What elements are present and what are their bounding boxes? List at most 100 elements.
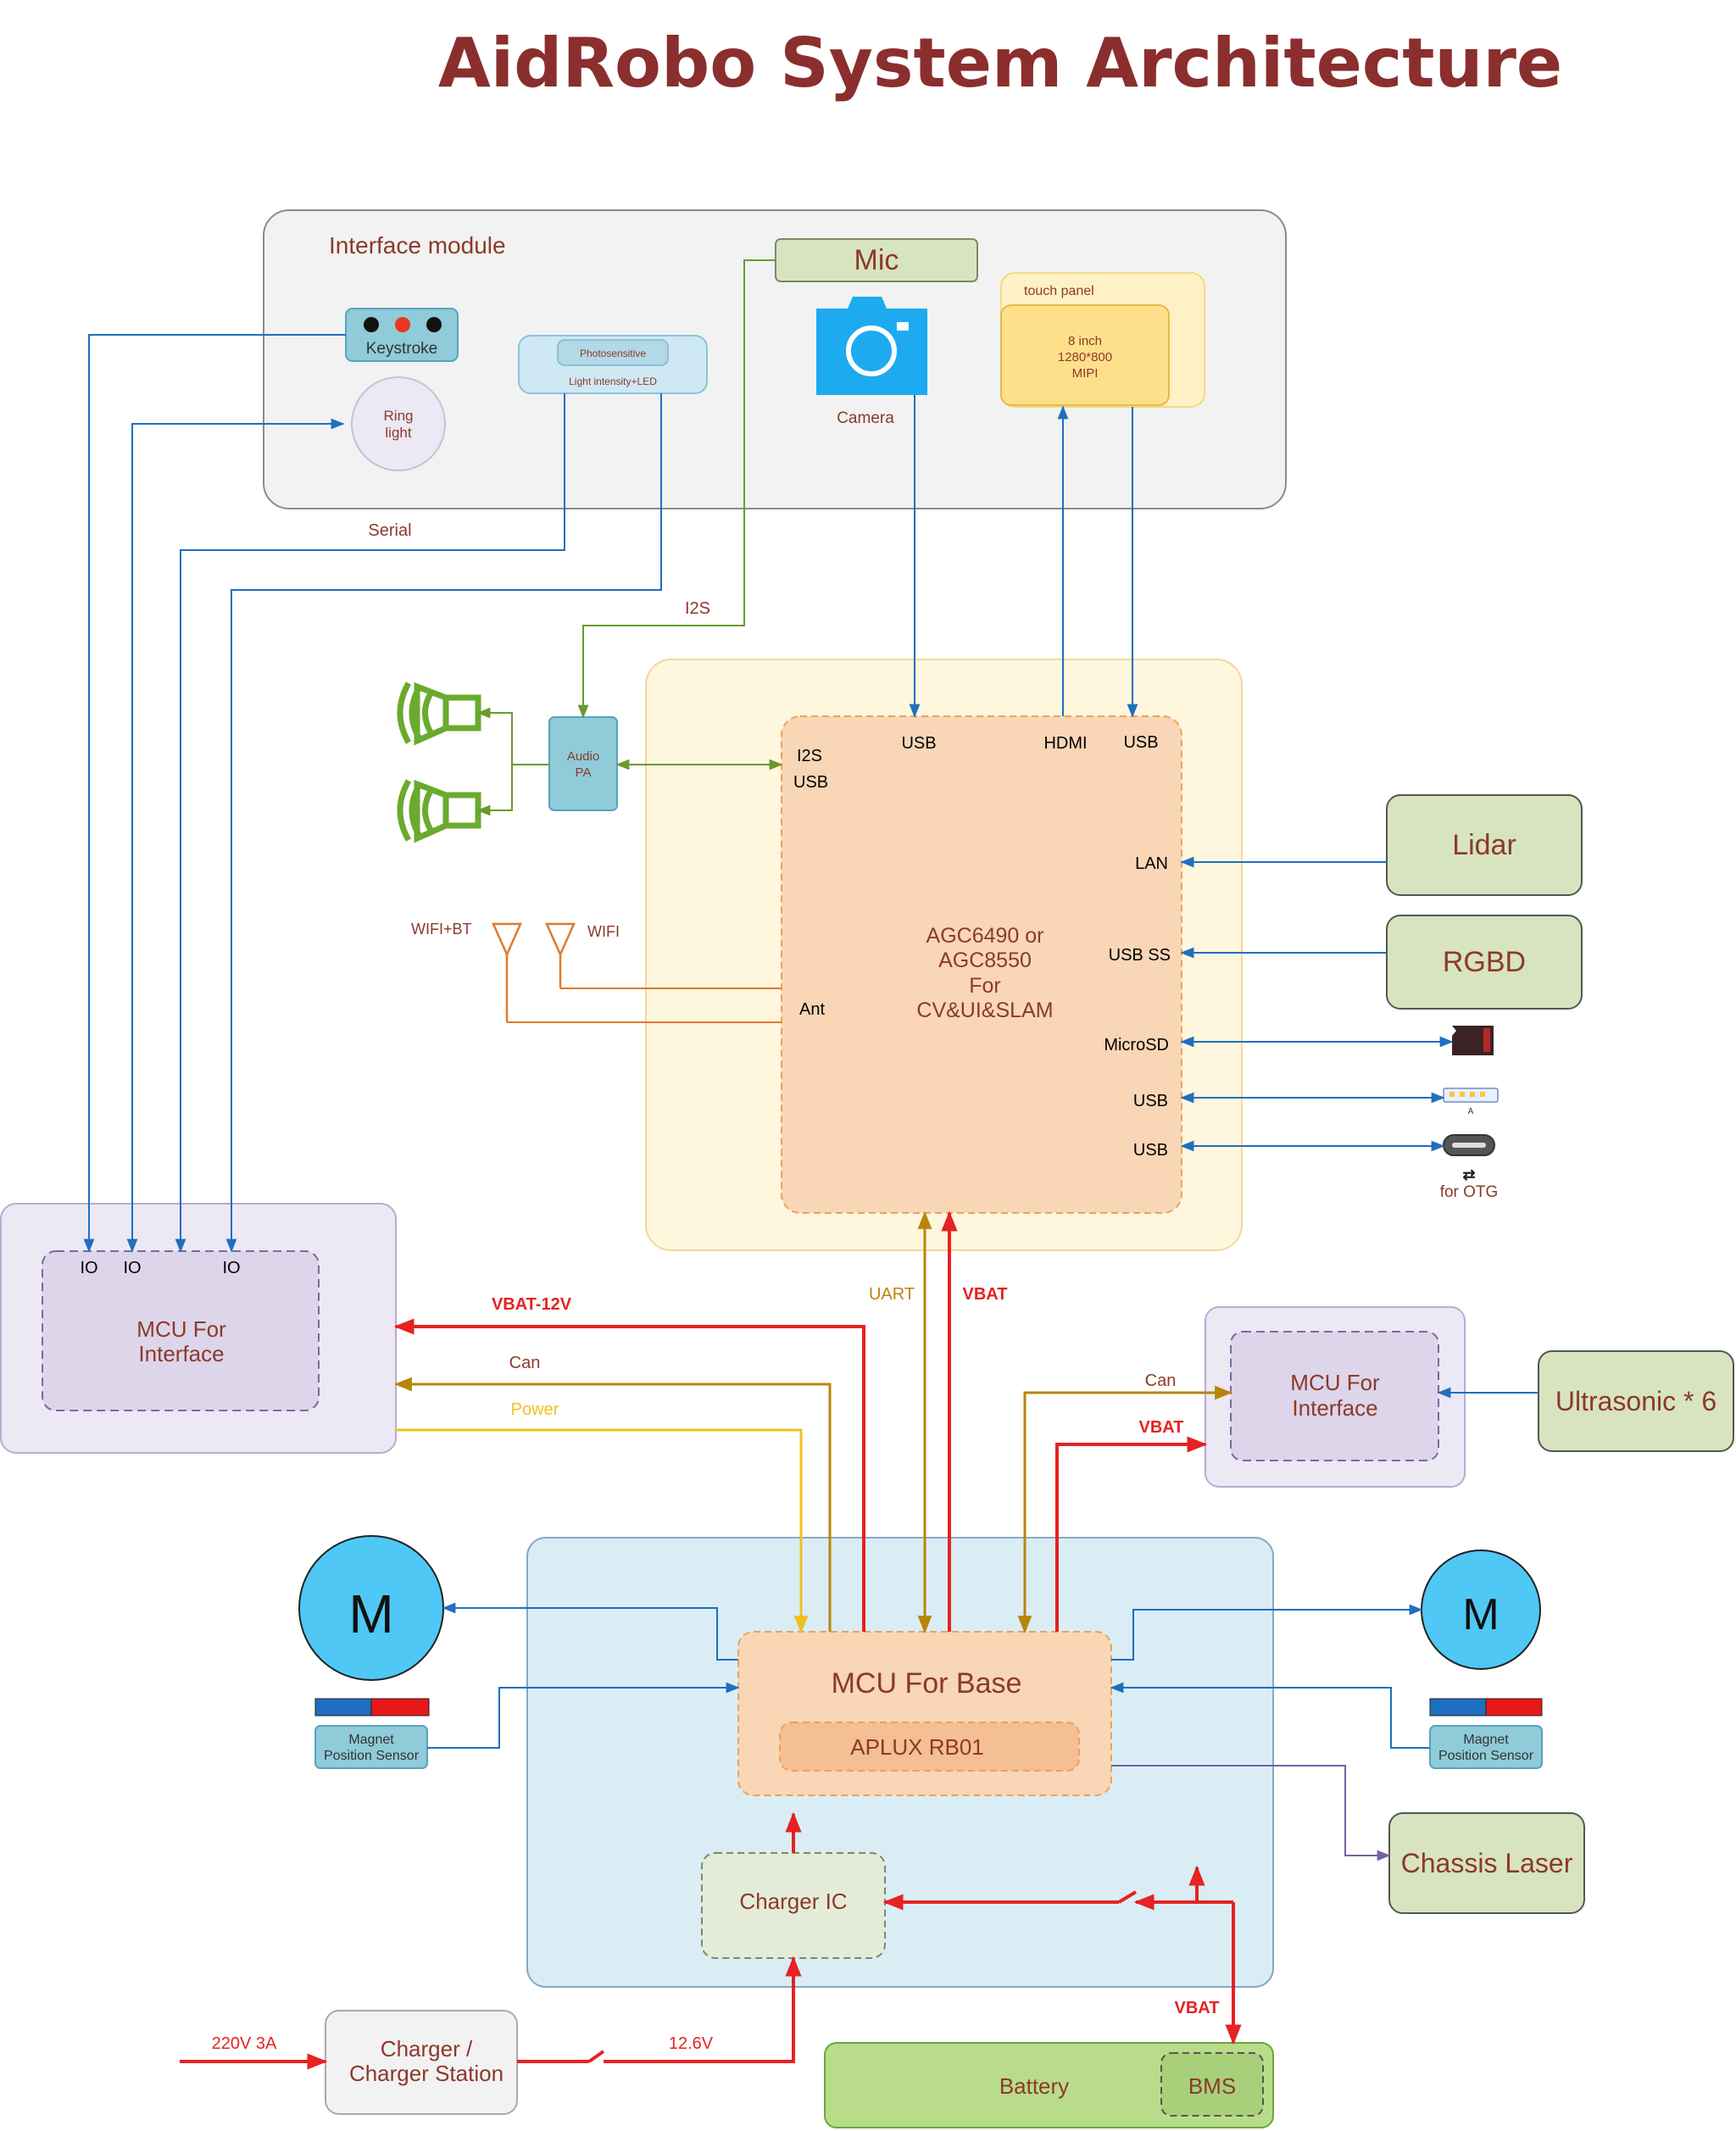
otg-caption: for OTG bbox=[1440, 1183, 1499, 1201]
mcu-base-chip: APLUX RB01 bbox=[850, 1734, 984, 1760]
display-line1: 8 inch bbox=[1068, 334, 1102, 348]
camera-icon bbox=[816, 297, 927, 395]
lidar: Lidar bbox=[1386, 794, 1583, 896]
power-label: Power bbox=[511, 1400, 559, 1419]
chassis-laser: Chassis Laser bbox=[1388, 1812, 1585, 1914]
charger-station: Charger / Charger Station bbox=[325, 2010, 518, 2115]
antenna-wifi-bt-label: WIFI+BT bbox=[411, 921, 472, 938]
soc-name-line2: AGC8550 bbox=[938, 949, 1032, 972]
antenna-wifi-label: WIFI bbox=[587, 923, 620, 940]
keystroke-module: Keystroke bbox=[345, 308, 459, 362]
motor-right: M bbox=[1421, 1550, 1541, 1670]
audio-pa-line1: Audio bbox=[567, 749, 599, 764]
v220-label: 220V 3A bbox=[212, 2034, 277, 2053]
mcu-interface-right: MCU For Interface bbox=[1205, 1306, 1466, 1488]
camera-label: Camera bbox=[837, 409, 894, 427]
battery-label: Battery bbox=[999, 2073, 1069, 2099]
mcu-left-label1: MCU For bbox=[136, 1316, 226, 1342]
soc-name-line4: CV&UI&SLAM bbox=[916, 999, 1053, 1022]
usb-c-icon: ⇄ for OTG bbox=[1440, 1134, 1499, 1201]
mcu-left-label2: Interface bbox=[138, 1341, 224, 1366]
charger-ic-label: Charger IC bbox=[739, 1889, 847, 1914]
io-label: IO bbox=[123, 1259, 141, 1277]
orange-connections bbox=[507, 988, 782, 1023]
battery: Battery BMS bbox=[824, 2042, 1274, 2128]
ring-light-line1: Ring bbox=[384, 408, 414, 424]
antenna-icon bbox=[492, 922, 522, 1022]
speaker-icon bbox=[397, 779, 481, 843]
vbat-12v-label: VBAT-12V bbox=[492, 1295, 572, 1314]
camera: Camera bbox=[816, 297, 927, 427]
interface-module-label: Interface module bbox=[329, 232, 506, 259]
port-hdmi: HDMI bbox=[1043, 734, 1087, 753]
touch-panel-label: touch panel bbox=[1024, 284, 1094, 298]
magnet-label1: Magnet bbox=[1463, 1733, 1509, 1747]
ring-light-line2: light bbox=[385, 425, 411, 441]
audio-pa-line2: PA bbox=[576, 765, 592, 780]
ultrasonic-label: Ultrasonic * 6 bbox=[1555, 1386, 1717, 1416]
magnet-sensor-right: Magnet Position Sensor bbox=[1429, 1698, 1543, 1769]
charger-station-line1: Charger / bbox=[381, 2036, 473, 2061]
audio-pa: Audio PA bbox=[548, 716, 618, 811]
soc-name-line1: AGC6490 or bbox=[926, 924, 1044, 948]
port-usb-top1: USB bbox=[901, 734, 936, 753]
motor-label: M bbox=[348, 1583, 393, 1644]
mcu-interface-left: MCU For Interface IO IO IO bbox=[0, 1203, 397, 1454]
can-label-left: Can bbox=[509, 1354, 541, 1372]
chassis-laser-label: Chassis Laser bbox=[1401, 1848, 1573, 1878]
vbat-label-battery: VBAT bbox=[1175, 1999, 1220, 2017]
serial-label: Serial bbox=[368, 521, 411, 540]
mic: Mic bbox=[775, 238, 978, 282]
keystroke-label: Keystroke bbox=[366, 340, 437, 358]
ultrasonic: Ultrasonic * 6 bbox=[1538, 1350, 1734, 1452]
magnet-label2: Position Sensor bbox=[324, 1749, 420, 1763]
can-label-right: Can bbox=[1145, 1372, 1177, 1390]
vbat-label-soc: VBAT bbox=[963, 1285, 1008, 1304]
port-lan: LAN bbox=[1135, 854, 1168, 873]
photosensitive-label: Photosensitive bbox=[580, 348, 646, 359]
photosensitive-module: Photosensitive Light intensity+LED bbox=[518, 335, 708, 394]
magnet-sensor-left: Magnet Position Sensor bbox=[314, 1698, 430, 1769]
port-usb-r1: USB bbox=[1133, 1092, 1168, 1110]
yellow-connections bbox=[396, 1428, 809, 1634]
display-line3: MIPI bbox=[1072, 366, 1099, 381]
mcu-right-label1: MCU For bbox=[1290, 1370, 1380, 1395]
antenna-icon bbox=[545, 922, 576, 988]
usb-c-symbol: ⇄ bbox=[1462, 1166, 1475, 1183]
i2s-label: I2S bbox=[685, 599, 710, 618]
rgbd-label: RGBD bbox=[1443, 946, 1526, 978]
magnet-label1: Magnet bbox=[348, 1733, 394, 1747]
port-usb-left: USB bbox=[793, 773, 828, 792]
touch-panel: touch panel 8 inch 1280*800 MIPI bbox=[1000, 272, 1205, 408]
soc-board: AGC6490 or AGC8550 For CV&UI&SLAM USB HD… bbox=[645, 659, 1243, 1251]
port-microsd: MicroSD bbox=[1104, 1036, 1169, 1054]
io-label: IO bbox=[80, 1259, 97, 1277]
rgbd: RGBD bbox=[1386, 915, 1583, 1010]
speaker-icon bbox=[397, 682, 481, 746]
microsd-icon bbox=[1452, 1026, 1494, 1055]
motor-label: M bbox=[1462, 1590, 1499, 1639]
red-connections bbox=[180, 1210, 1242, 2070]
port-usb-ss: USB SS bbox=[1109, 946, 1171, 965]
display-line2: 1280*800 bbox=[1058, 350, 1112, 364]
port-usb-r2: USB bbox=[1133, 1141, 1168, 1160]
green-connections bbox=[476, 259, 783, 816]
usb-a-caption: A bbox=[1468, 1107, 1474, 1116]
v12-6-label: 12.6V bbox=[669, 2034, 714, 2053]
lidar-label: Lidar bbox=[1452, 829, 1516, 861]
motor-left: M bbox=[298, 1535, 444, 1681]
soc-name-line3: For bbox=[969, 974, 1001, 998]
mcu-right-label2: Interface bbox=[1292, 1395, 1377, 1421]
port-i2s: I2S bbox=[797, 747, 822, 765]
io-label: IO bbox=[222, 1259, 240, 1277]
page-title: AidRobo System Architecture bbox=[438, 24, 1562, 103]
magnet-label2: Position Sensor bbox=[1438, 1749, 1534, 1763]
light-led-label: Light intensity+LED bbox=[569, 376, 657, 387]
port-usb-top2: USB bbox=[1123, 733, 1158, 752]
bms-label: BMS bbox=[1188, 2073, 1236, 2099]
blue-connections bbox=[83, 334, 1538, 1749]
interface-module: Interface module Keystroke Ring light Ph… bbox=[263, 209, 1287, 509]
vbat-label-right: VBAT bbox=[1139, 1418, 1184, 1437]
port-ant: Ant bbox=[799, 1000, 825, 1019]
